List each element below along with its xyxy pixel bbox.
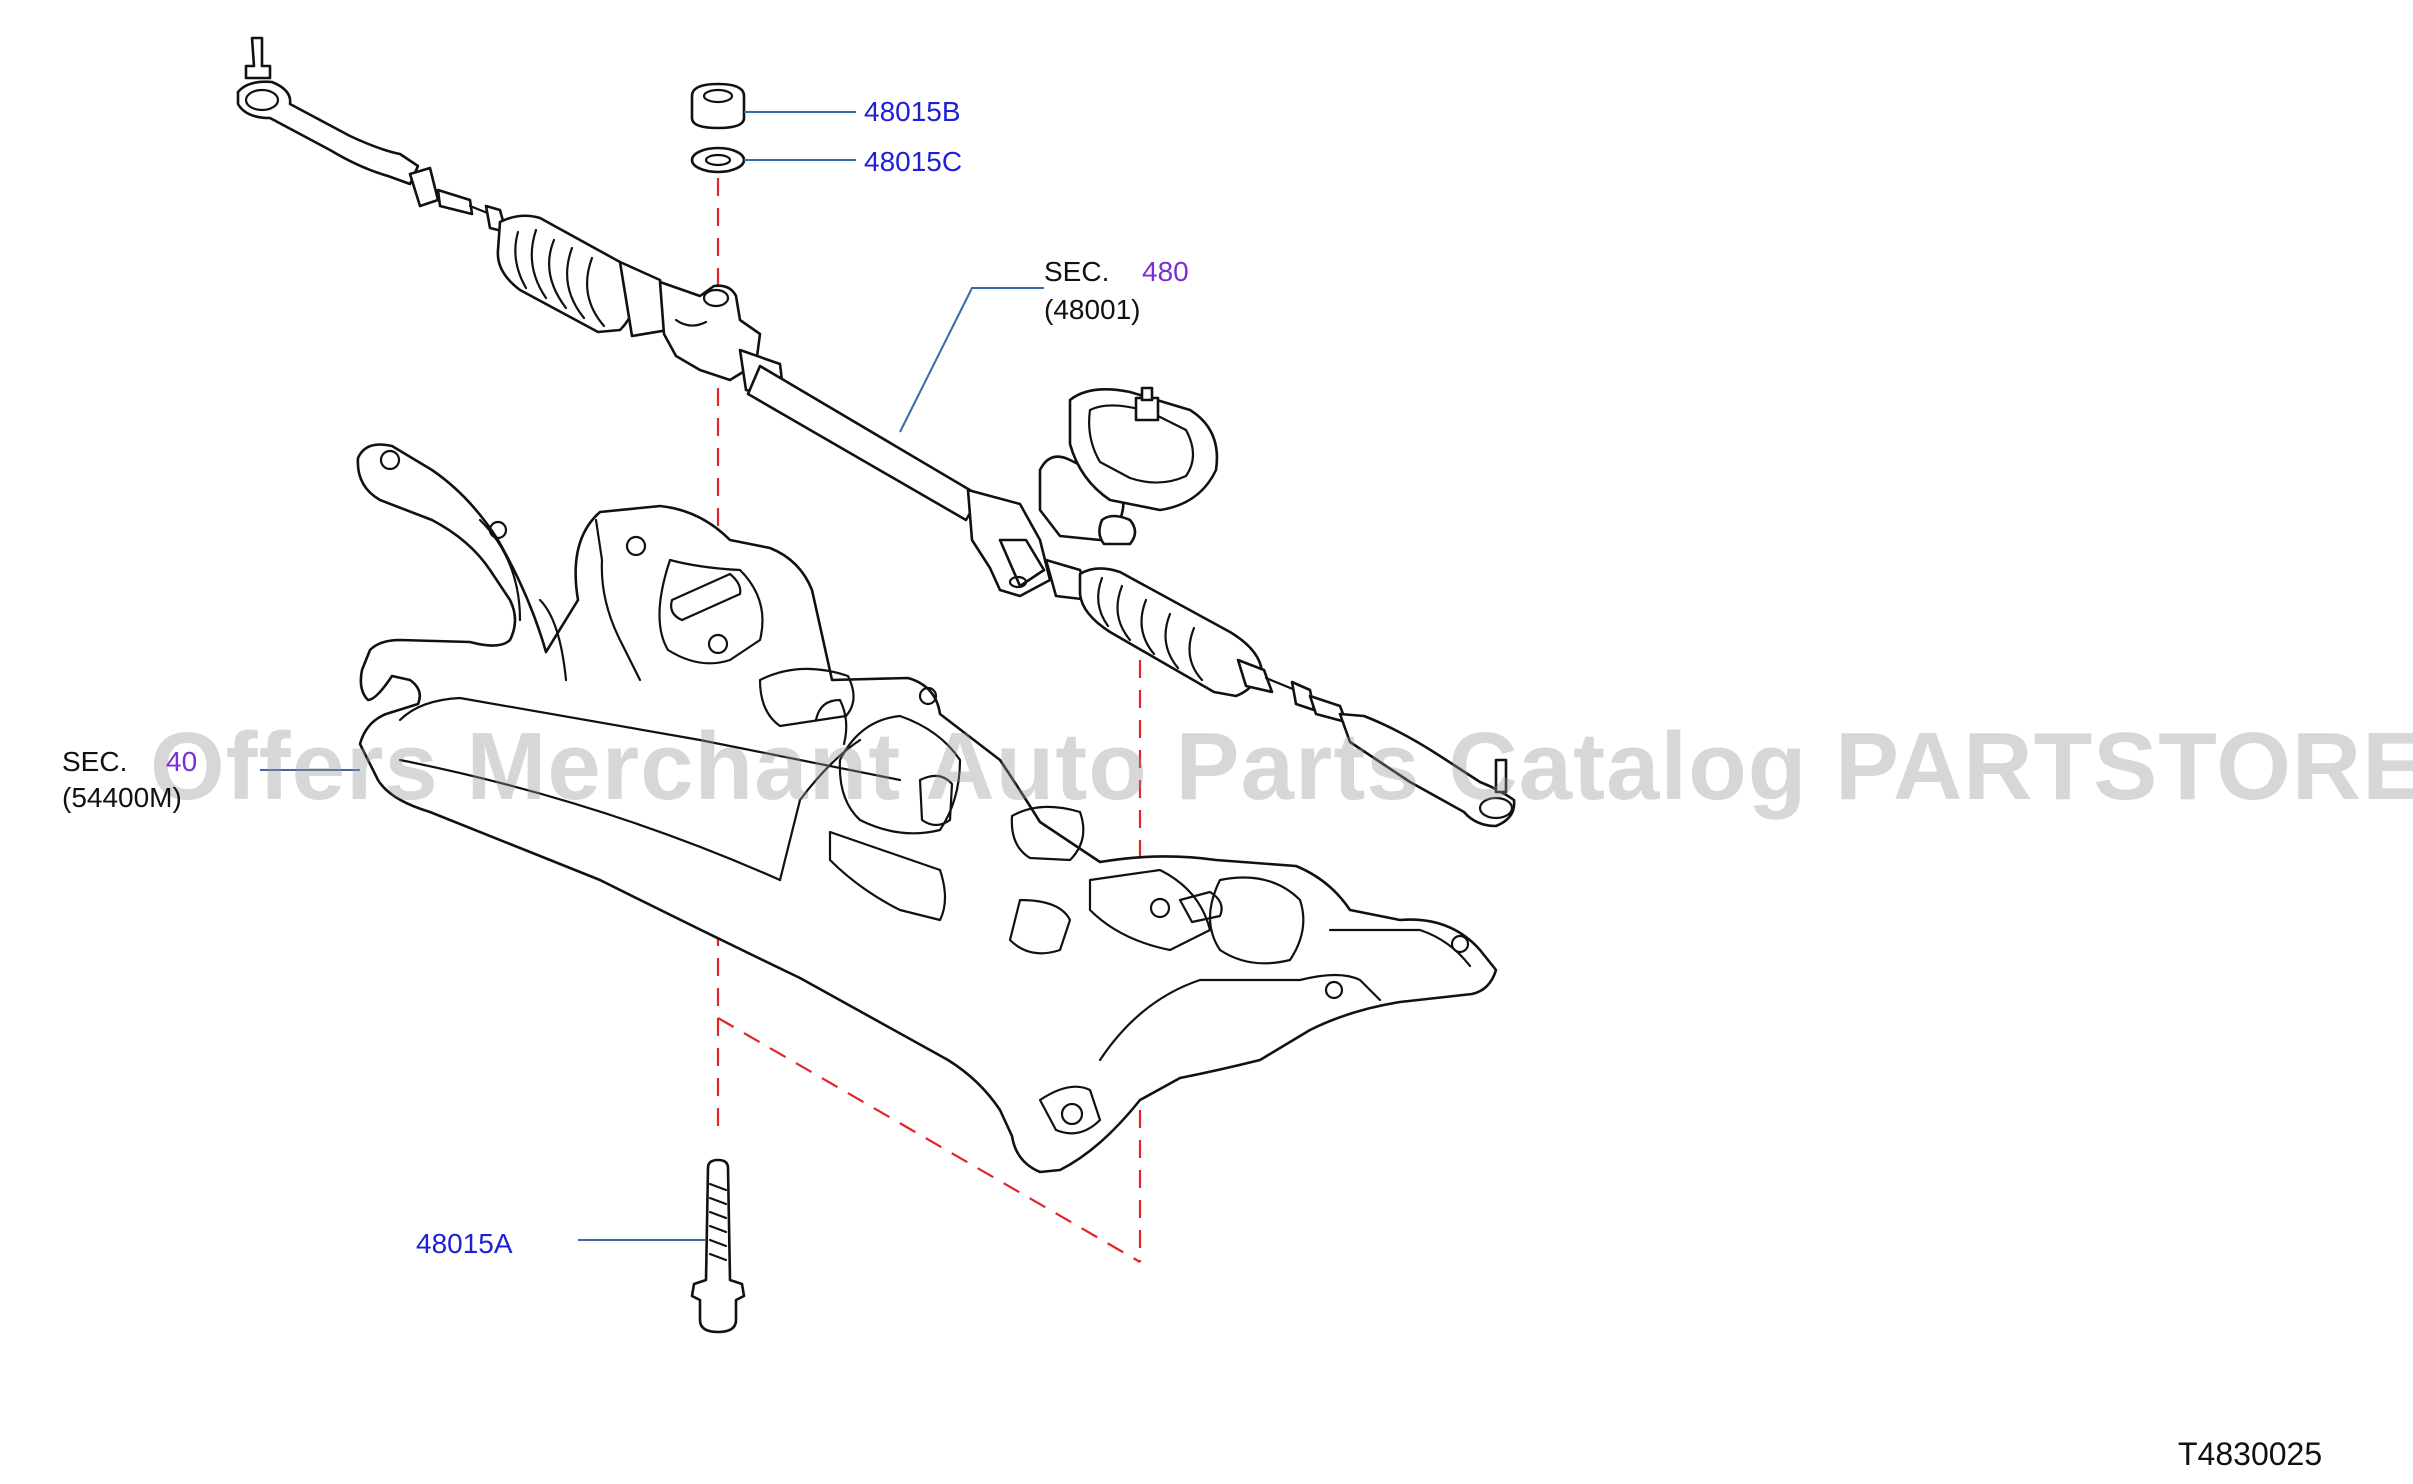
washer-48015C [690, 146, 746, 174]
section-label-member: SEC. [62, 746, 128, 777]
watermark: Offers Merchant Auto Parts Catalog PARTS… [150, 713, 2413, 820]
callout-48015C[interactable]: 48015C [864, 146, 963, 177]
leader-lines [260, 111, 1044, 1241]
callout-48015B[interactable]: 48015B [864, 96, 961, 127]
section-label-rack: SEC. [1044, 256, 1110, 287]
suspension-member [356, 443, 1498, 1174]
section-link-480[interactable]: 480 [1142, 256, 1189, 287]
section-link-40[interactable]: 40 [166, 746, 198, 777]
steering-gear-assembly [236, 36, 1516, 828]
hardware [690, 82, 746, 1334]
callout-48015A[interactable]: 48015A [416, 1228, 513, 1259]
section-subcode-rack: (48001) [1044, 294, 1141, 325]
section-subcode-member: (54400M) [62, 782, 182, 813]
bolt-48015A [690, 1158, 746, 1334]
diagram-code: T4830025 [2178, 1436, 2323, 1472]
